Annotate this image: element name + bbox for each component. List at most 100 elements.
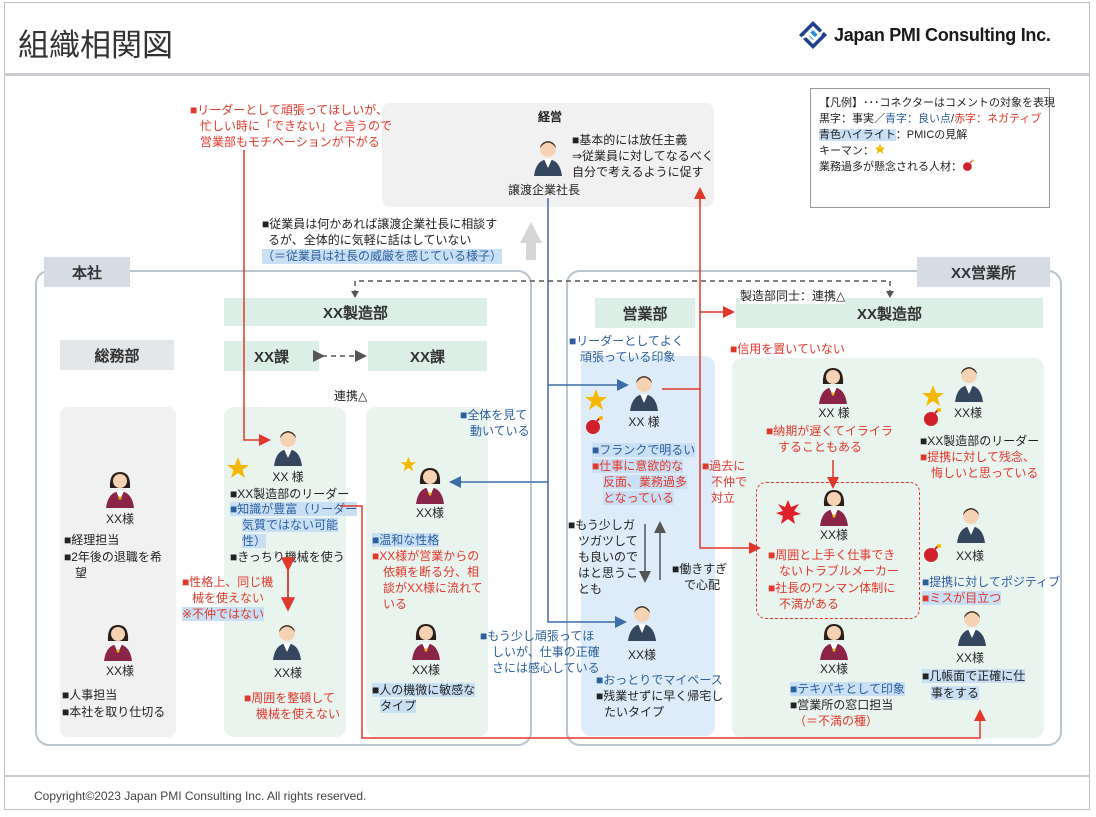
s2-note-2: ■残業せずに早く帰宅し	[596, 689, 724, 703]
sales-note-2: 頑張っている印象	[580, 350, 676, 364]
legend-highlight-row: 青色ハイライト：PMICの見解	[819, 127, 1041, 143]
p4-note-3: 依頼を断る分、相	[383, 565, 480, 579]
management-heading: 経営	[537, 110, 562, 124]
m3-name: XX様	[819, 528, 848, 542]
m5-name: XX様	[819, 662, 848, 676]
page-title: 組織相関図	[18, 28, 173, 64]
m3-note-2: ないトラブルメーカー	[779, 564, 900, 578]
p3-note-2: 機械を使えない	[256, 707, 341, 721]
sales-panel	[581, 356, 715, 736]
connector-red-past	[699, 389, 761, 554]
region-honsha	[35, 270, 532, 746]
p4-name: XX様	[415, 506, 444, 520]
mid-note-5: とも	[578, 582, 603, 596]
leader-name: XX 様	[272, 470, 304, 484]
m1-name: XX 様	[818, 406, 850, 420]
more-note-1: ■もう少し頑張ってほ	[480, 629, 595, 643]
management-note-1: ■基本的には放任主義	[572, 133, 688, 147]
soumu-p2-note-1: ■人事担当	[62, 688, 118, 702]
m4-name: XX様	[955, 549, 984, 563]
past-note-3: 対立	[711, 491, 736, 505]
soumu-p1-note-2: ■2年後の退職を希	[64, 550, 162, 564]
employee-note-1: ■従業員は何かあれば譲渡企業社長に相談す	[262, 217, 498, 231]
p4-note-1: ■温和な性格	[372, 533, 440, 547]
brand-name: Japan PMI Consulting Inc.	[834, 24, 1051, 45]
s1-note-3: 反面、業務過多	[603, 475, 688, 489]
legend-sep: ／	[874, 113, 885, 125]
m2-note-2: ■提携に対して残念、	[920, 450, 1035, 464]
soumu-p1-name: XX様	[105, 512, 134, 526]
connector-blue-president	[547, 198, 629, 391]
branch-label: XX営業所	[917, 257, 1050, 287]
relation-note-3: ※不仲ではない	[182, 607, 265, 621]
s1-note-4: となっている	[603, 491, 675, 505]
p5-name: XX様	[411, 663, 440, 677]
section-b-panel	[366, 407, 488, 737]
management-person-label: 譲渡企業社長	[508, 183, 581, 197]
legend-red: 赤字：ネガティブ	[954, 113, 1042, 125]
mid-note-2: ツガツして	[578, 534, 638, 548]
leader-note-1: ■XX製造部のリーダー	[230, 487, 350, 501]
leader-note-4: 性）	[242, 534, 267, 548]
soumu-p1-note-3: 望	[75, 566, 88, 580]
s1-name: XX 様	[628, 415, 660, 429]
m2-note-3: 悔しいと思っている	[931, 466, 1039, 480]
m4-note-1: ■提携に対してポジティブ	[922, 575, 1061, 589]
m2-note-1: ■XX製造部のリーダー	[920, 434, 1040, 448]
p4-note-5: いる	[383, 597, 408, 611]
overview-note-1: ■全体を見て	[460, 408, 528, 422]
legend-keyman: キーマン：	[819, 145, 874, 157]
m2-name: XX様	[953, 406, 982, 420]
s2-note-3: たいタイプ	[604, 705, 665, 719]
legend-highlight: 青色ハイライト	[819, 129, 896, 141]
m5-note-2: ■営業所の窓口担当	[790, 698, 894, 712]
connector-red-bottom	[340, 505, 986, 739]
m1-note-2: することもある	[778, 440, 863, 454]
work-note-2: で心配	[684, 578, 721, 592]
m6-note-1: ■几帳面で正確に仕	[922, 669, 1026, 683]
leader-note-5: ■きっちり機械を使う	[230, 550, 345, 564]
soumu-p2-name: XX様	[105, 664, 134, 678]
management-note-2: ⇒従業員に対してなるべく	[572, 149, 714, 163]
m6-note-2: 事をする	[931, 686, 980, 700]
m1-note-1: ■納期が遅くてイライラ	[766, 424, 893, 438]
s1-note-2: ■仕事に意欲的な	[592, 459, 684, 473]
m5-note-3: （＝不満の種）	[794, 714, 879, 728]
leader-expectation-note-1: ■リーダーとして頑張ってほしいが、	[190, 103, 389, 117]
legend-colors: 黒字：事実／青字：良い点/赤字：ネガティブ	[819, 111, 1041, 127]
connector-blue-s2	[547, 482, 627, 628]
connector-red-management	[662, 187, 706, 390]
legend-slash: /	[951, 113, 955, 125]
honsha-mfg-label: XX製造部	[224, 298, 487, 326]
m4-note-2: ■ミスが目立つ	[922, 591, 1002, 605]
m3-note-4: 不満がある	[779, 597, 840, 611]
soumu-label: 総務部	[60, 340, 174, 370]
s2-note-1: ■おっとりでマイペース	[596, 673, 723, 687]
leader-note-3: 気質ではない可能	[242, 518, 339, 532]
m3-note-1: ■周囲と上手く仕事でき	[768, 548, 896, 562]
copyright-text: Copyright©2023 Japan PMI Consulting Inc.…	[34, 789, 367, 803]
slide-frame	[4, 2, 1090, 810]
renkei-label: 連携△	[334, 389, 368, 403]
legend-black: 黒字：事実	[819, 113, 874, 125]
legend-blue: 青字：良い点	[885, 113, 951, 125]
region-branch	[566, 270, 1062, 746]
star-icon	[874, 143, 886, 154]
honsha-section-b: XX課	[368, 341, 487, 371]
m6-name: XX様	[955, 651, 984, 665]
leader-expectation-note-2: 忙しい時に「できない」と言うので	[200, 119, 393, 133]
overview-note-2: 動いている	[470, 424, 530, 438]
management-note-3: 自分で考えるように促す	[572, 165, 704, 179]
up-arrow-icon	[520, 222, 542, 260]
mfg-peer-note: 製造部同士：連携△	[740, 289, 846, 304]
leader-note-2: ■知識が豊富（リーダー	[230, 502, 358, 516]
legend-highlight-rest: ：PMICの見解	[895, 129, 968, 141]
legend-overwork: 業務過多が懸念される人材：	[819, 161, 962, 173]
sales-note-1: ■リーダーとしてよく	[569, 334, 684, 348]
relation-note-2: 械を使えない	[192, 591, 265, 605]
employee-note-3: （＝従業員は社長の威厳を感じている様子）	[262, 249, 503, 264]
connector-red-leader	[243, 150, 271, 446]
sales-label: 営業部	[595, 298, 695, 328]
connector-blue-p4	[449, 385, 549, 488]
